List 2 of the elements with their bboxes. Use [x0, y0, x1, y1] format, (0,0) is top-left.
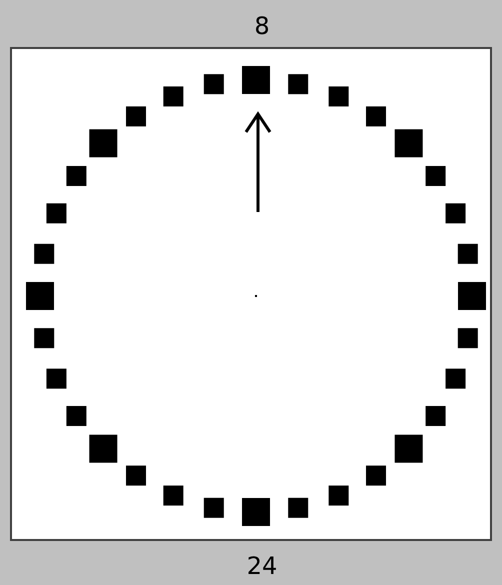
- dial-value: 24: [246, 552, 278, 580]
- dial-value: 8: [253, 12, 271, 40]
